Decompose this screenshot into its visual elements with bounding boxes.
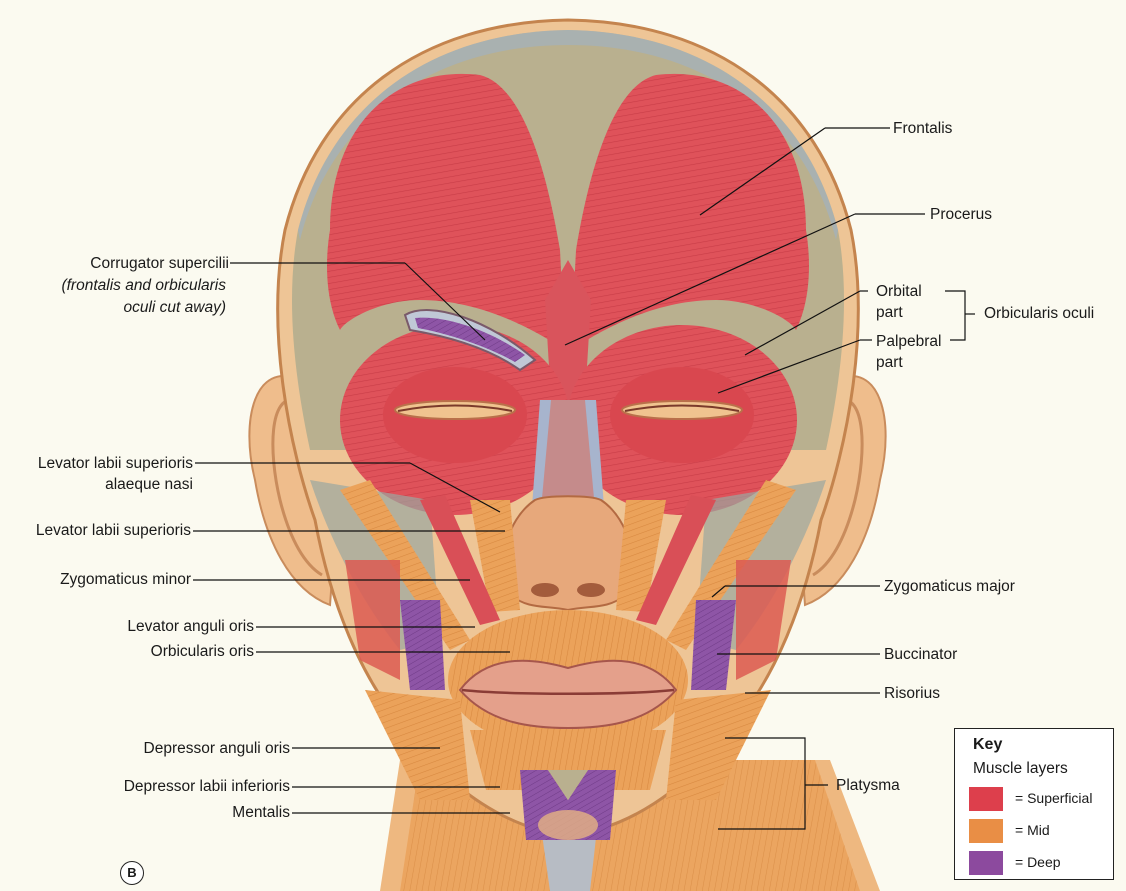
label-palpebral-part-1: Palpebral xyxy=(876,332,942,351)
label-corrugator-note-1: (frontalis and orbicularis xyxy=(61,276,226,295)
figure-letter: B xyxy=(120,861,144,885)
key-label-superficial: = Superficial xyxy=(1015,790,1092,806)
label-mentalis: Mentalis xyxy=(232,803,290,822)
label-orbital-part-2: part xyxy=(876,303,903,322)
key-legend: Key Muscle layers = Superficial = Mid = … xyxy=(954,728,1114,880)
key-title: Key xyxy=(973,736,1002,754)
label-platysma: Platysma xyxy=(836,776,900,795)
label-levator-alaeque-2: alaeque nasi xyxy=(105,475,193,494)
label-zygomaticus-major: Zygomaticus major xyxy=(884,577,1015,596)
depressor-anguli-left xyxy=(365,690,470,800)
nose xyxy=(503,496,633,610)
label-orbicularis-oris: Orbicularis oris xyxy=(151,642,254,661)
label-procerus: Procerus xyxy=(930,205,992,224)
label-orbicularis-oculi: Orbicularis oculi xyxy=(984,304,1094,323)
label-palpebral-part-2: part xyxy=(876,353,903,372)
label-levator-anguli-oris: Levator anguli oris xyxy=(127,617,254,636)
key-item-deep: = Deep xyxy=(969,851,1109,877)
swatch-mid xyxy=(969,819,1003,843)
label-zygomaticus-minor: Zygomaticus minor xyxy=(60,570,191,589)
label-depressor-anguli-oris: Depressor anguli oris xyxy=(144,739,290,758)
label-depressor-labii-inferioris: Depressor labii inferioris xyxy=(124,777,290,796)
label-corrugator-note-2: oculi cut away) xyxy=(123,298,226,317)
key-item-mid: = Mid xyxy=(969,819,1109,845)
label-levator-labii: Levator labii superioris xyxy=(36,521,191,540)
swatch-deep xyxy=(969,851,1003,875)
label-risorius: Risorius xyxy=(884,684,940,703)
key-item-superficial: = Superficial xyxy=(969,787,1109,813)
label-buccinator: Buccinator xyxy=(884,645,957,664)
key-subtitle: Muscle layers xyxy=(973,760,1068,778)
label-frontalis: Frontalis xyxy=(893,119,952,138)
key-label-mid: = Mid xyxy=(1015,822,1050,838)
label-levator-alaeque-1: Levator labii superioris xyxy=(38,454,193,473)
label-corrugator-supercilii: Corrugator supercilii xyxy=(90,254,229,273)
key-label-deep: = Deep xyxy=(1015,854,1061,870)
label-orbital-part-1: Orbital xyxy=(876,282,922,301)
swatch-superficial xyxy=(969,787,1003,811)
